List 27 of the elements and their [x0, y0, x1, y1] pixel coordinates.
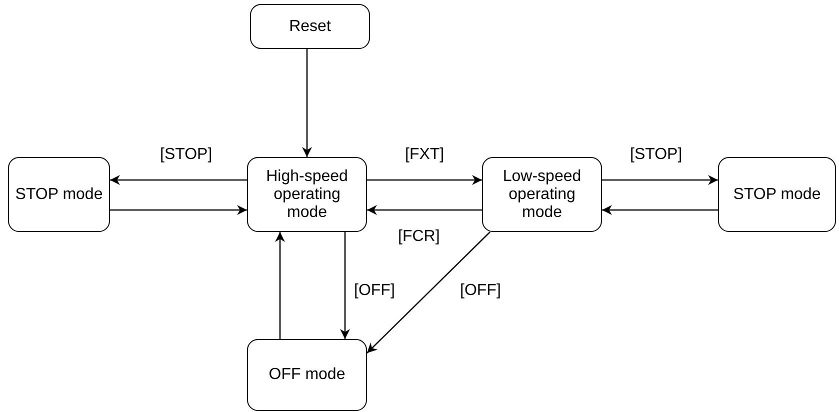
- arrow: [367, 205, 482, 215]
- state-name: High-speed operating mode: [265, 168, 349, 222]
- arrow: [366, 232, 490, 354]
- state-name: Low-speed operating mode: [502, 168, 582, 222]
- edge-label: [STOP]: [158, 146, 214, 164]
- state-box: [482, 157, 602, 232]
- edge-label: [OFF]: [352, 282, 397, 300]
- state-box: [247, 339, 367, 411]
- state-box: [8, 157, 110, 232]
- state-box: [718, 157, 836, 232]
- arrow: [275, 232, 285, 339]
- arrow: [110, 175, 247, 185]
- arrow: [602, 175, 718, 185]
- state-box: [250, 4, 370, 49]
- state-name: OFF mode: [268, 366, 346, 384]
- state-name: STOP mode: [733, 186, 821, 204]
- arrow: [367, 175, 482, 185]
- edge-label: [FCR]: [396, 228, 442, 246]
- state-box: [247, 157, 367, 232]
- arrow: [602, 205, 718, 215]
- state-name: Reset: [289, 18, 331, 36]
- state-name: STOP mode: [15, 186, 103, 204]
- arrow: [110, 205, 247, 215]
- arrow: [340, 232, 350, 339]
- edge-label: [OFF]: [458, 282, 503, 300]
- arrow: [302, 49, 312, 157]
- edge-label: [STOP]: [628, 146, 684, 164]
